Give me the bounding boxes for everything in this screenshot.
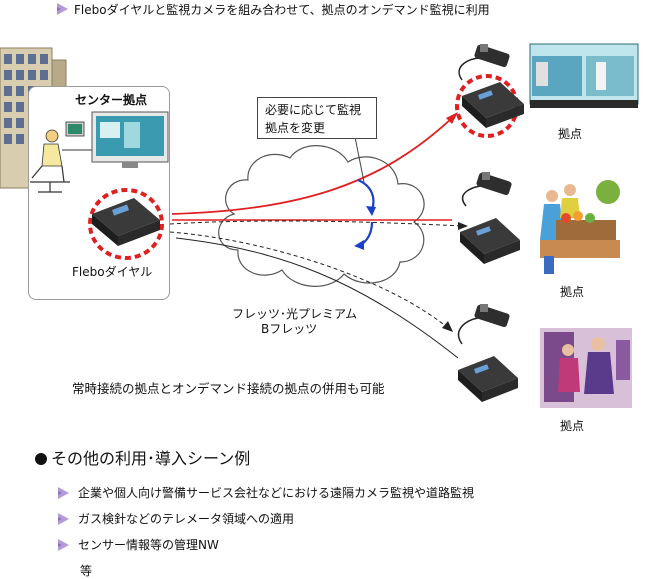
use-case-item-1: 企業や個人向け警備サービス会社などにおける遠隔カメラ監視や道路監視	[78, 486, 475, 500]
combined-use-note: 常時接続の拠点とオンデマンド接続の拠点の併用も可能	[72, 381, 385, 396]
other-uses-heading: その他の利用･導入シーン例	[35, 445, 250, 469]
bullet-triangle-icon	[58, 513, 69, 525]
callout-line2: 拠点を変更	[265, 121, 326, 135]
network-label-line1: フレッツ･光プレミアム	[232, 307, 358, 321]
clothing-store-photo-icon	[540, 328, 632, 408]
center-equipment-canvas	[30, 111, 169, 193]
use-case-item-3: センサー情報等の管理NW	[78, 538, 219, 552]
site-label-3: 拠点	[560, 419, 585, 433]
bullet-triangle-icon	[58, 539, 69, 551]
center-device-label: Fleboダイヤル	[72, 265, 153, 279]
site1-camera-icon	[458, 44, 510, 81]
backup-line	[175, 237, 459, 359]
operator-person-icon	[30, 129, 70, 193]
etc-label: 等	[80, 564, 93, 578]
store-photo-icon	[529, 43, 639, 108]
active-connection-line	[171, 117, 453, 215]
site3-camera-icon	[457, 304, 510, 345]
site-label-1: 拠点	[558, 127, 583, 141]
site2-camera-icon	[461, 172, 512, 207]
site3-flebo-device-icon	[458, 356, 518, 402]
header-text: Fleboダイヤルと監視カメラを組み合わせて、拠点のオンデマンド監視に利用	[74, 3, 490, 17]
ondemand-line-3	[169, 231, 449, 329]
bullet-dot-icon	[35, 453, 47, 465]
site1-flebo-device-icon	[462, 82, 524, 128]
center-flebo-device-icon	[92, 198, 160, 246]
network-cloud	[218, 145, 425, 287]
use-case-item-2: ガス検針などのテレメータ領域への適用	[78, 512, 295, 526]
site-label-2: 拠点	[560, 285, 585, 299]
bullet-triangle-icon	[58, 487, 69, 499]
site2-flebo-device-icon	[460, 218, 520, 264]
center-device-canvas	[88, 188, 164, 260]
network-label-line2: Bフレッツ	[261, 322, 318, 336]
other-uses-heading-text: その他の利用･導入シーン例	[51, 449, 251, 468]
bullet-triangle-icon	[57, 3, 68, 15]
desk-computer-icon	[62, 121, 96, 151]
center-site-title: センター拠点	[75, 93, 148, 107]
monitor-display-icon	[91, 111, 169, 168]
callout-line1: 必要に応じて監視	[265, 103, 362, 117]
market-photo-icon	[540, 180, 620, 274]
center-highlight-circle	[88, 188, 164, 260]
callout-box	[257, 97, 377, 139]
